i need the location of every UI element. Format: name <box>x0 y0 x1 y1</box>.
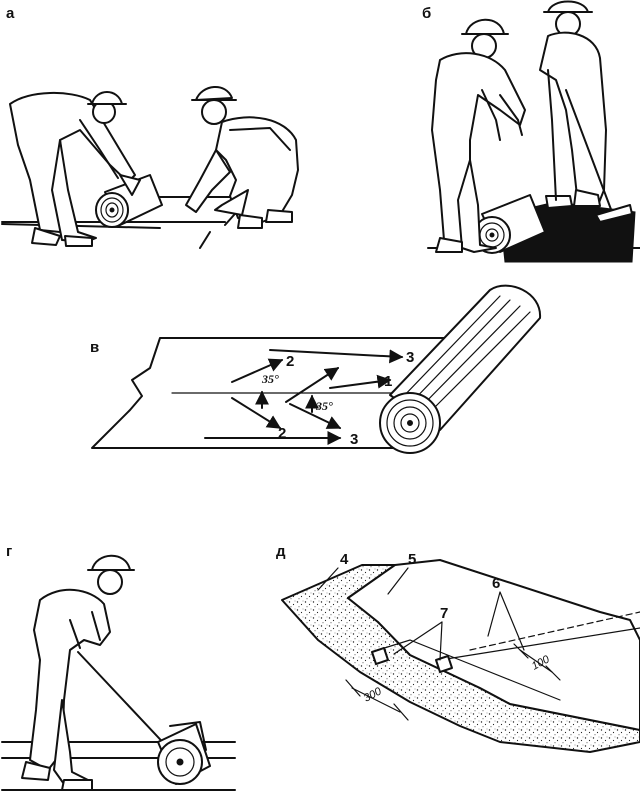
worker-1 <box>9 91 141 247</box>
panel-g: г <box>1 543 236 791</box>
worker-4 <box>539 0 633 223</box>
worker-5 <box>21 554 135 791</box>
seam-marker <box>371 647 389 665</box>
seam-line <box>439 627 640 661</box>
worker-2 <box>185 86 299 229</box>
floor-line <box>1 223 161 229</box>
dimension-300: 300 <box>362 685 385 705</box>
callout-7: 7 <box>440 605 448 622</box>
arrow-label-3-lower: 3 <box>350 431 358 448</box>
pressing-roller <box>77 651 211 785</box>
membrane-roll <box>379 284 542 454</box>
panel-d: д 4 5 6 7 300 100 <box>276 543 640 753</box>
diagonal-arrow-lower <box>289 403 342 429</box>
callout-4: 4 <box>340 551 349 568</box>
callout-6: 6 <box>492 575 500 592</box>
worker-3 <box>431 18 526 253</box>
panel-g-label: г <box>6 543 12 560</box>
callout-5: 5 <box>408 551 416 568</box>
panel-a-label: а <box>6 5 15 22</box>
spreading-tool <box>565 89 613 213</box>
dimension-line-100 <box>519 649 553 673</box>
arrow-label-2-upper: 2 <box>286 353 294 370</box>
callout-leader-6 <box>487 591 525 651</box>
angle-label-upper: 35° <box>261 372 279 386</box>
arrow-label-2-lower: 2 <box>278 425 286 442</box>
callout-leader-7 <box>393 621 443 661</box>
arrow-1 <box>329 374 392 389</box>
arrow-label-1: 1 <box>384 373 392 390</box>
dimension-ticks-100 <box>513 643 561 681</box>
panel-d-label: д <box>276 543 286 560</box>
roller-handle <box>77 651 173 753</box>
panel-v-label: в <box>90 339 99 356</box>
arrow-2-upper <box>231 358 284 383</box>
panel-b: б <box>422 0 640 263</box>
seam-marker <box>435 655 453 673</box>
dimension-ticks-300 <box>345 679 409 721</box>
membrane-roll <box>95 174 163 228</box>
callout-leader-5 <box>387 567 409 595</box>
diagonal-arrow-upper <box>285 367 340 403</box>
arrow-2-lower <box>231 397 282 429</box>
arrow-3-upper <box>269 349 404 364</box>
angle-label-lower: 35° <box>315 399 333 413</box>
dashed-seam-line <box>469 611 640 651</box>
panel-a: а <box>1 5 299 249</box>
panel-v: в 2 2 3 3 1 35° 35° <box>90 284 542 454</box>
arrow-label-3-upper: 3 <box>406 349 414 366</box>
dimension-line-300 <box>351 687 401 713</box>
panel-b-label: б <box>422 5 431 22</box>
callout-leader-4 <box>317 567 339 591</box>
